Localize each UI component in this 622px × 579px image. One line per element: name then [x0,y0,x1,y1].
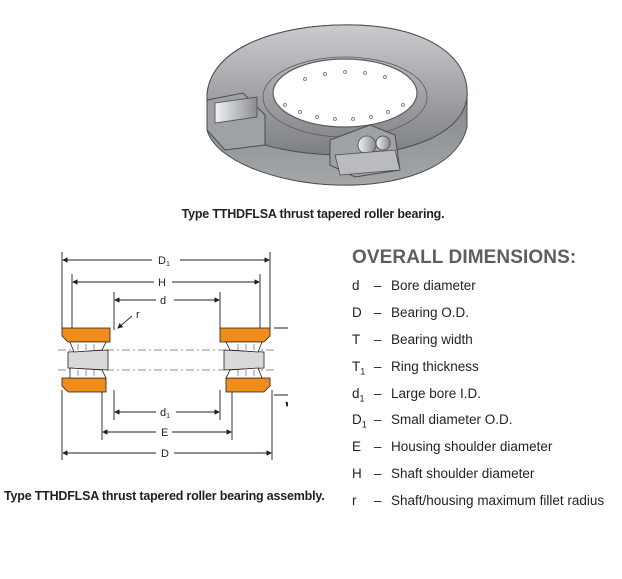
legend-symbol: d1 [352,385,365,404]
legend-description: Bearing O.D. [391,304,470,320]
legend-symbol: H [352,466,362,482]
lower-left-ring [61,377,107,393]
legend-symbol: D1 [352,412,367,431]
legend-symbol: D [352,304,362,320]
legend-symbol: E [352,439,362,455]
legend-description: Housing shoulder diameter [391,439,553,455]
legend-symbol: r [352,493,357,509]
assembly-caption: Type TTHDFLSA thrust tapered roller bear… [4,489,325,503]
cross-section-drawing: D1 H d r T1 T r d1 E D [48,250,324,465]
legend-description: Shaft shoulder diameter [391,466,535,482]
legend-description: Shaft/housing maximum fillet radius [391,493,605,509]
upper-right-ring [219,327,271,343]
lower-right-ring [225,377,271,393]
legend-symbol: T1 [352,358,366,377]
legend-description: Bore diameter [391,278,476,293]
label-E: E [161,427,168,439]
legend-symbol: d [352,278,360,293]
legend-description: Large bore I.D. [391,385,482,401]
legend-description: Ring thickness [391,358,479,374]
legend-description: Small diameter O.D. [391,412,513,428]
bearing-caption: Type TTHDFLSA thrust tapered roller bear… [181,207,445,221]
label-d: d [160,295,166,307]
label-r-top: r [136,309,140,321]
label-d1: d1 [160,407,170,420]
upper-left-ring [61,327,111,343]
legend-description: Bearing width [391,331,473,347]
label-H: H [158,277,166,289]
bearing-illustration [195,5,480,190]
label-D: D [161,448,169,460]
dimensions-title: OVERALL DIMENSIONS: [352,247,577,268]
legend-symbol: T [352,331,361,347]
label-D1: D1 [158,255,170,268]
